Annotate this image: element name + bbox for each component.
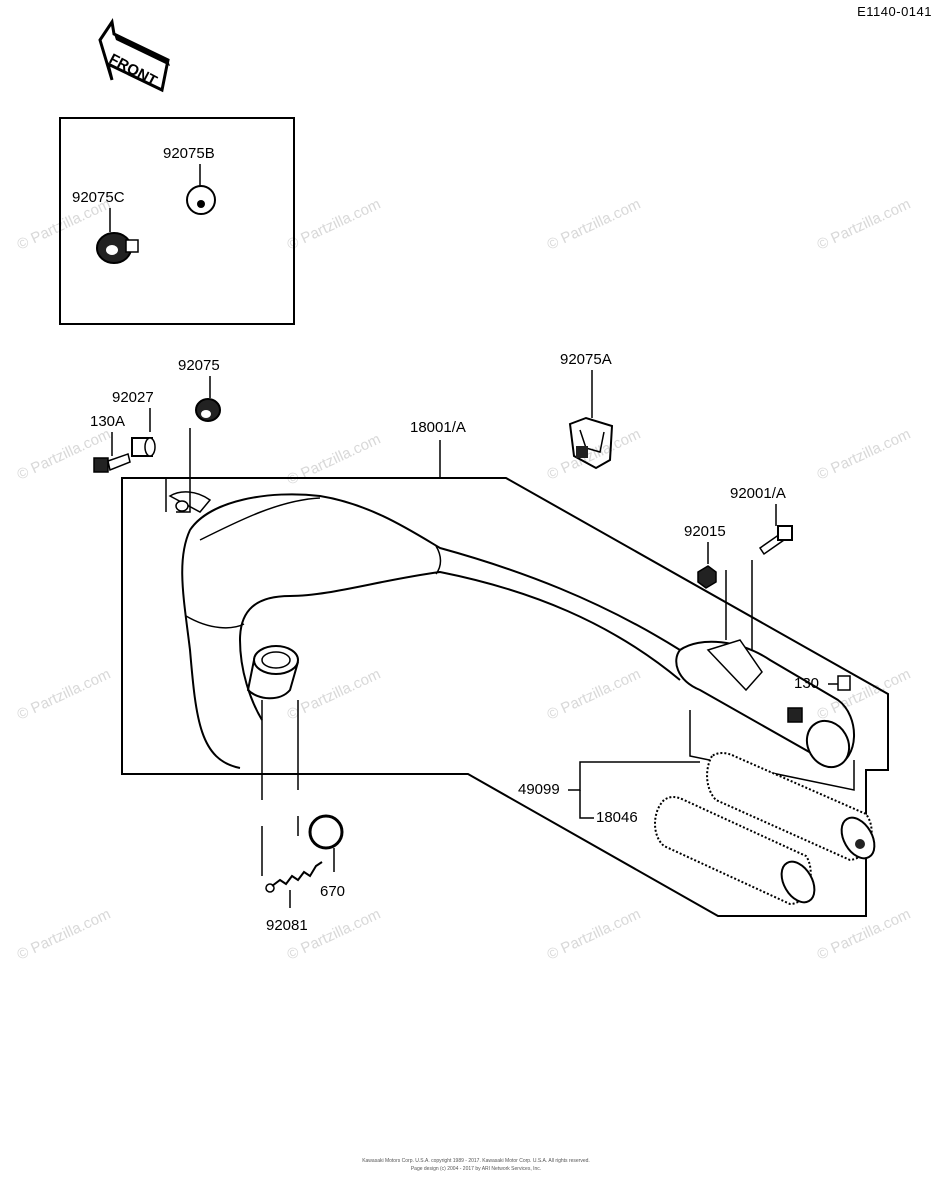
label-92075C: 92075C (72, 189, 125, 206)
packing-49099-icon (706, 752, 876, 862)
label-92075: 92075 (178, 357, 220, 374)
label-92015: 92015 (684, 523, 726, 540)
grommet-92075-icon (195, 398, 221, 422)
inlet-collar-icon (246, 645, 299, 700)
bolt-130-icon (787, 675, 851, 723)
watermark-16: © Partzilla.com (815, 906, 914, 964)
label-670: 670 (320, 883, 345, 900)
packing-18046-icon (654, 796, 816, 906)
o-ring-670-icon (308, 814, 344, 850)
watermark-6: © Partzilla.com (285, 431, 384, 489)
nut-92015-icon (697, 565, 717, 589)
label-92075B: 92075B (163, 145, 215, 162)
label-92027: 92027 (112, 389, 154, 406)
label-130A: 130A (90, 413, 125, 430)
label-92001A: 92001/A (730, 485, 786, 502)
grommet-92075B-icon (186, 185, 216, 215)
label-92075A: 92075A (560, 351, 612, 368)
watermark-14: © Partzilla.com (285, 906, 384, 964)
footer-page-design: Page design (c) 2004 - 2017 by ARI Netwo… (410, 1166, 542, 1172)
bolt-130A-icon (93, 453, 131, 473)
front-arrow-icon: FRONT (98, 18, 170, 93)
watermark-3: © Partzilla.com (545, 196, 644, 254)
footer-copyright: Kawasaki Motors Corp. U.S.A. copyright 1… (362, 1158, 590, 1164)
watermark-7: © Partzilla.com (545, 426, 644, 484)
collar-92027-icon (131, 437, 156, 457)
label-130: 130 (794, 675, 819, 692)
inset-box: 92075B 92075C (59, 117, 295, 325)
watermark-8: © Partzilla.com (815, 426, 914, 484)
label-18001A: 18001/A (410, 419, 466, 436)
watermark-13: © Partzilla.com (15, 906, 114, 964)
clip-92075A-icon (568, 416, 614, 470)
watermark-11: © Partzilla.com (545, 666, 644, 724)
diagram-code: E1140-0141 (857, 4, 932, 19)
label-18046: 18046 (596, 809, 638, 826)
watermark-10: © Partzilla.com (285, 666, 384, 724)
watermark-2: © Partzilla.com (285, 196, 384, 254)
label-92081: 92081 (266, 917, 308, 934)
watermark-9: © Partzilla.com (15, 666, 114, 724)
spring-92081-icon (265, 861, 323, 893)
watermark-15: © Partzilla.com (545, 906, 644, 964)
grommet-92075C-icon (96, 232, 139, 264)
label-49099: 49099 (518, 781, 560, 798)
exhaust-pipe-icon (168, 491, 681, 769)
bolt-92001A-icon (758, 525, 793, 556)
watermark-5: © Partzilla.com (15, 426, 114, 484)
watermark-4: © Partzilla.com (815, 196, 914, 254)
